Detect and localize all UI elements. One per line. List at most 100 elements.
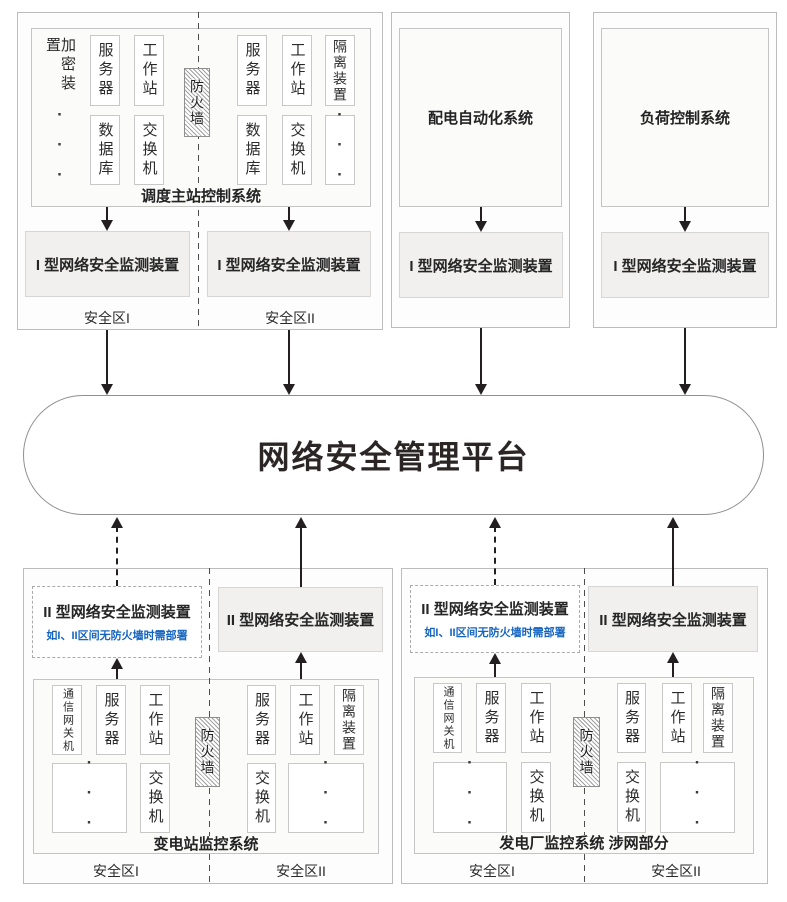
firewall-label: 防火墙: [578, 728, 595, 776]
device-server: 服务器: [96, 685, 126, 755]
device-workstation-label: 工作站: [146, 691, 164, 749]
system-label-substation-monitoring: 变电站监控系统: [33, 833, 379, 854]
monitor-type1-label: I 型网络安全监测装置: [613, 257, 757, 275]
monitor-type2-box: II 型网络安全监测装置: [588, 586, 758, 652]
arrow-up-icon: [489, 653, 501, 677]
device-server-label: 服务器: [243, 42, 261, 99]
zone-label-1: 安全区I: [93, 863, 139, 879]
device-switch: 交换机: [617, 762, 646, 833]
arrow-down-icon: [475, 207, 487, 232]
device-workstation: 工作站: [134, 35, 164, 106]
device-database: 数据库: [237, 115, 267, 185]
firewall-label: 防火墙: [199, 728, 216, 776]
device-workstation: 工作站: [282, 35, 312, 106]
device-switch-label: 交换机: [288, 121, 306, 179]
ellipsis-dots: ···: [80, 753, 99, 843]
monitor-type2-note: 如I、II区间无防火墙时需部署: [424, 627, 566, 639]
device-switch: 交换机: [282, 115, 312, 185]
firewall-hatch-box: 防火墙: [573, 717, 600, 787]
arrow-down-icon: [679, 328, 691, 395]
device-switch-label: 交换机: [623, 769, 640, 826]
ellipsis-dots: ···: [50, 105, 70, 195]
device-gateway-label: 通信网关机: [61, 687, 74, 753]
ellipsis-more-devices: ···: [52, 753, 127, 843]
monitor-type1-label: I 型网络安全监测装置: [217, 256, 361, 274]
device-server: 服务器: [90, 35, 120, 106]
device-workstation: 工作站: [521, 683, 551, 753]
ellipsis-more-devices: ···: [433, 753, 507, 843]
device-workstation-label: 工作站: [527, 689, 545, 747]
device-workstation-label: 工作站: [296, 691, 314, 749]
system-label-plant-monitoring: 发电厂监控系统 涉网部分: [414, 832, 754, 853]
device-switch: 交换机: [521, 762, 551, 833]
device-workstation: 工作站: [140, 685, 170, 755]
zone-label-2: 安全区II: [651, 863, 701, 879]
device-workstation: 工作站: [290, 685, 320, 755]
device-isolation: 隔离装置: [325, 35, 355, 106]
zone-label-1: 安全区I: [469, 863, 515, 879]
system-label-dispatch-master: 调度主站控制系统: [31, 185, 371, 206]
monitor-type1-label: I 型网络安全监测装置: [35, 256, 180, 274]
device-database: 数据库: [90, 115, 120, 185]
system-label-load-control: 负荷控制系统: [639, 110, 730, 127]
device-isolation-label: 隔离装置: [332, 38, 348, 103]
arrow-down-icon: [475, 328, 487, 395]
device-switch-label: 交换机: [140, 121, 158, 179]
ellipsis-dots: ···: [460, 752, 480, 843]
device-server-label: 服务器: [482, 689, 500, 747]
arrow-up-icon: [295, 517, 307, 587]
device-server-label: 服务器: [96, 42, 114, 99]
device-workstation-label: 工作站: [288, 42, 306, 99]
arrow-up-icon: [667, 652, 679, 677]
arrow-up-icon: [667, 517, 679, 586]
firewall-hatch-box: 防火墙: [184, 68, 210, 137]
monitor-type1-box: I 型网络安全监测装置: [207, 231, 371, 297]
monitor-type2-label: II 型网络安全监测装置: [226, 612, 375, 629]
device-gateway: 通信网关机: [52, 685, 82, 755]
arrow-down-icon: [101, 207, 113, 231]
device-isolation-label: 隔离装置: [710, 686, 726, 750]
device-switch: 交换机: [134, 115, 164, 185]
device-server: 服务器: [617, 683, 646, 753]
ellipsis-more-devices: ···: [325, 105, 355, 195]
device-database-label: 数据库: [96, 121, 114, 179]
monitor-type2-box: II 型网络安全监测装置: [218, 587, 383, 652]
arrow-down-icon: [101, 330, 113, 395]
monitor-type1-box: I 型网络安全监测装置: [601, 232, 769, 298]
monitor-type2-label: II 型网络安全监测装置: [599, 611, 747, 629]
arrow-up-dashed-icon: [111, 517, 123, 586]
monitor-type1-label: I 型网络安全监测装置: [409, 257, 553, 275]
device-server-label: 服务器: [102, 691, 120, 749]
zone-label-2: 安全区II: [276, 863, 326, 879]
ellipsis-more-devices: ···: [48, 105, 72, 195]
device-gateway-label: 通信网关机: [442, 685, 454, 751]
device-server-label: 服务器: [253, 691, 270, 749]
device-encryption-label: 加密装置: [44, 37, 76, 94]
ellipsis-dots: ···: [330, 105, 350, 195]
platform-label: 网络安全管理平台: [257, 439, 530, 475]
device-isolation: 隔离装置: [334, 685, 364, 755]
arrow-up-dashed-icon: [489, 517, 501, 585]
arrow-up-icon: [111, 658, 123, 679]
arrow-down-icon: [283, 207, 295, 231]
system-label-distribution-automation: 配电自动化系统: [427, 110, 533, 127]
monitor-type2-dashed-box: II 型网络安全监测装置 如I、II区间无防火墙时需部署: [410, 585, 580, 653]
device-switch: 交换机: [247, 763, 276, 833]
arrow-down-icon: [679, 207, 691, 232]
device-switch-label: 交换机: [253, 769, 270, 827]
device-workstation-label: 工作站: [668, 689, 686, 747]
zone-label-2: 安全区II: [265, 310, 315, 326]
firewall-hatch-box: 防火墙: [195, 717, 220, 787]
device-server-label: 服务器: [623, 689, 640, 747]
ellipsis-more-devices: ···: [288, 753, 364, 843]
arrow-up-icon: [295, 652, 307, 679]
ellipsis-dots: ···: [316, 753, 336, 843]
ellipsis-more-devices: ···: [660, 753, 735, 843]
device-server: 服务器: [476, 683, 506, 753]
device-server: 服务器: [237, 35, 267, 106]
device-switch-label: 交换机: [146, 769, 164, 827]
device-isolation-label: 隔离装置: [341, 688, 357, 752]
monitor-type2-label: II 型网络安全监测装置: [421, 601, 569, 618]
system-box-distribution-automation: 配电自动化系统: [399, 28, 562, 207]
